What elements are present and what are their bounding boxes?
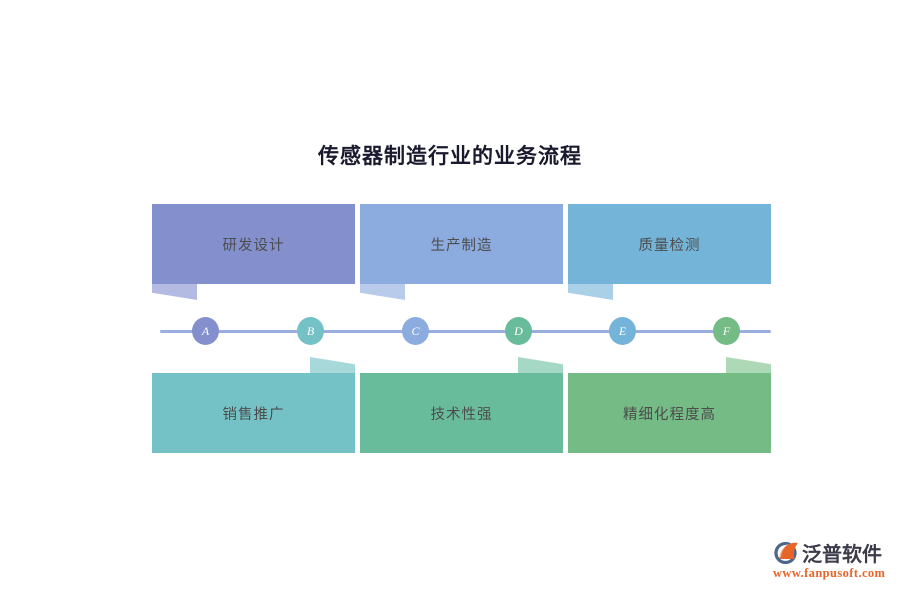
stage-tail-2 xyxy=(360,284,405,300)
node-letter: B xyxy=(306,323,315,338)
stage-box-technical-strength[interactable]: 技术性强 xyxy=(360,373,563,453)
stage-label: 生产制造 xyxy=(430,237,493,254)
node-letter: A xyxy=(201,323,210,338)
bottom-stage-row: 销售推广 技术性强 精细化程度高 xyxy=(152,357,771,453)
watermark-logo: 泛普软件 www.fanpusoft.com xyxy=(772,538,890,586)
stage-bottom-2[interactable]: 技术性强 xyxy=(360,357,563,453)
stage-box-quality-inspection[interactable]: 质量检测 xyxy=(568,204,771,284)
stage-label: 质量检测 xyxy=(638,237,701,254)
timeline-node-a[interactable]: A xyxy=(192,317,219,345)
stage-label: 技术性强 xyxy=(430,406,493,423)
stage-tail-1 xyxy=(152,284,197,300)
stage-tail-5 xyxy=(518,357,563,373)
logo-website-url: www.fanpusoft.com xyxy=(773,566,886,580)
stage-bottom-1[interactable]: 销售推广 xyxy=(152,357,355,453)
timeline-node-b[interactable]: B xyxy=(297,317,324,345)
stage-top-2[interactable]: 生产制造 xyxy=(360,204,563,300)
timeline-node-f[interactable]: F xyxy=(713,317,740,345)
page-title: 传感器制造行业的业务流程 xyxy=(318,144,582,168)
timeline-node-c[interactable]: C xyxy=(402,317,429,345)
timeline: A B C D E F xyxy=(160,317,771,347)
timeline-node-e[interactable]: E xyxy=(609,317,636,345)
stage-top-3[interactable]: 质量检测 xyxy=(568,204,771,300)
node-letter: E xyxy=(618,323,627,338)
stage-bottom-3[interactable]: 精细化程度高 xyxy=(568,357,771,453)
stage-label: 精细化程度高 xyxy=(623,406,716,423)
stage-label: 销售推广 xyxy=(222,406,285,423)
stage-box-sales-promotion[interactable]: 销售推广 xyxy=(152,373,355,453)
stage-box-high-refinement[interactable]: 精细化程度高 xyxy=(568,373,771,453)
logo-row: 泛普软件 xyxy=(772,538,882,567)
stage-top-1[interactable]: 研发设计 xyxy=(152,204,355,300)
timeline-line xyxy=(160,330,771,333)
stage-box-production[interactable]: 生产制造 xyxy=(360,204,563,284)
stage-tail-6 xyxy=(726,357,771,373)
timeline-node-d[interactable]: D xyxy=(505,317,532,345)
stage-box-research-design[interactable]: 研发设计 xyxy=(152,204,355,284)
process-diagram: 研发设计 生产制造 质量检测 A xyxy=(152,200,771,453)
node-letter: F xyxy=(722,323,731,338)
node-letter: C xyxy=(411,323,420,338)
node-letter: D xyxy=(514,323,523,338)
stage-tail-3 xyxy=(568,284,613,300)
stage-tail-4 xyxy=(310,357,355,373)
top-stage-row: 研发设计 生产制造 质量检测 xyxy=(152,204,771,300)
logo-brand-name: 泛普软件 xyxy=(802,544,882,566)
stage-label: 研发设计 xyxy=(222,237,285,254)
fanpu-logo-icon xyxy=(774,541,798,564)
